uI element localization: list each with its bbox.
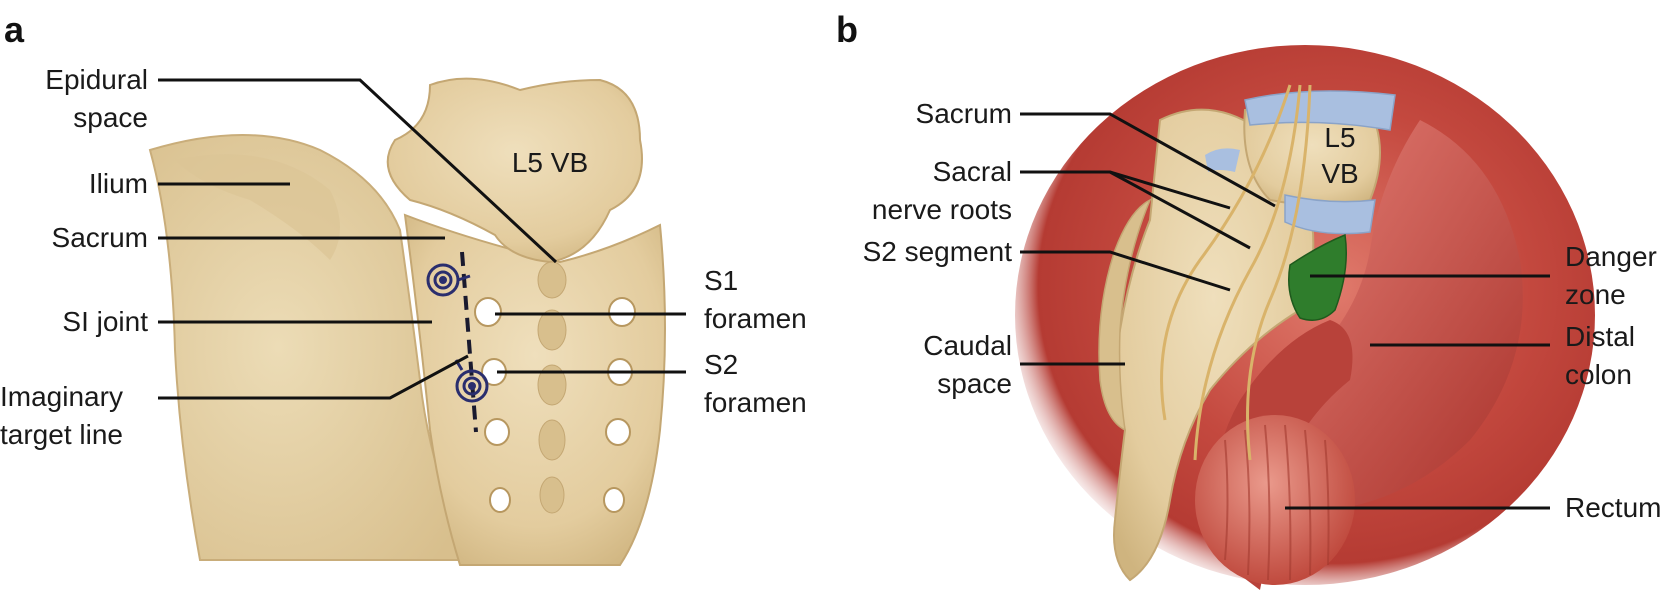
label-sacral-nerve-roots: Sacral nerve roots bbox=[871, 156, 1012, 225]
danger-zone-shape bbox=[1288, 233, 1347, 321]
sacral-foramina bbox=[474, 297, 636, 513]
panel-a-art bbox=[148, 77, 686, 566]
panel-letter-a: a bbox=[4, 9, 25, 50]
panel-b-art bbox=[1015, 45, 1595, 590]
panel-letter-b: b bbox=[836, 9, 858, 50]
l5-vb-side-label: L5 VB bbox=[1321, 122, 1359, 189]
label-sacrum: Sacrum bbox=[51, 222, 148, 253]
target-icon-upper bbox=[426, 263, 471, 297]
panel-b-leaders bbox=[1020, 112, 1550, 510]
panel-a-leaders bbox=[158, 78, 686, 400]
label-danger-zone: Danger zone bbox=[1565, 241, 1657, 310]
label-ilium: Ilium bbox=[88, 168, 148, 199]
label-s2-foramen: S2 foramen bbox=[704, 349, 807, 418]
label-caudal-space: Caudal space bbox=[923, 330, 1012, 399]
label-s1-foramen: S1 foramen bbox=[704, 265, 807, 334]
label-s2-segment: S2 segment bbox=[862, 236, 1012, 267]
label-distal-colon: Distal colon bbox=[1565, 321, 1636, 390]
sacral-nerves bbox=[1160, 84, 1312, 461]
l5-vb-shape bbox=[386, 77, 643, 264]
sacrum-shape bbox=[403, 213, 666, 566]
l5-vb-label: L5 VB bbox=[511, 147, 589, 178]
label-rectum: Rectum bbox=[1565, 492, 1662, 523]
label-sacrum-b: Sacrum bbox=[915, 98, 1012, 129]
disc-lower bbox=[1284, 194, 1376, 235]
rectum-shape bbox=[1195, 415, 1355, 585]
imaginary-target-line bbox=[460, 251, 478, 433]
label-si-joint: SI joint bbox=[62, 306, 148, 337]
distal-colon-shape bbox=[1250, 120, 1523, 510]
label-epidural-space: Epidural space bbox=[45, 64, 148, 133]
ilium-shape bbox=[148, 134, 472, 561]
label-imaginary-target-line: Imaginary target line bbox=[0, 381, 123, 450]
